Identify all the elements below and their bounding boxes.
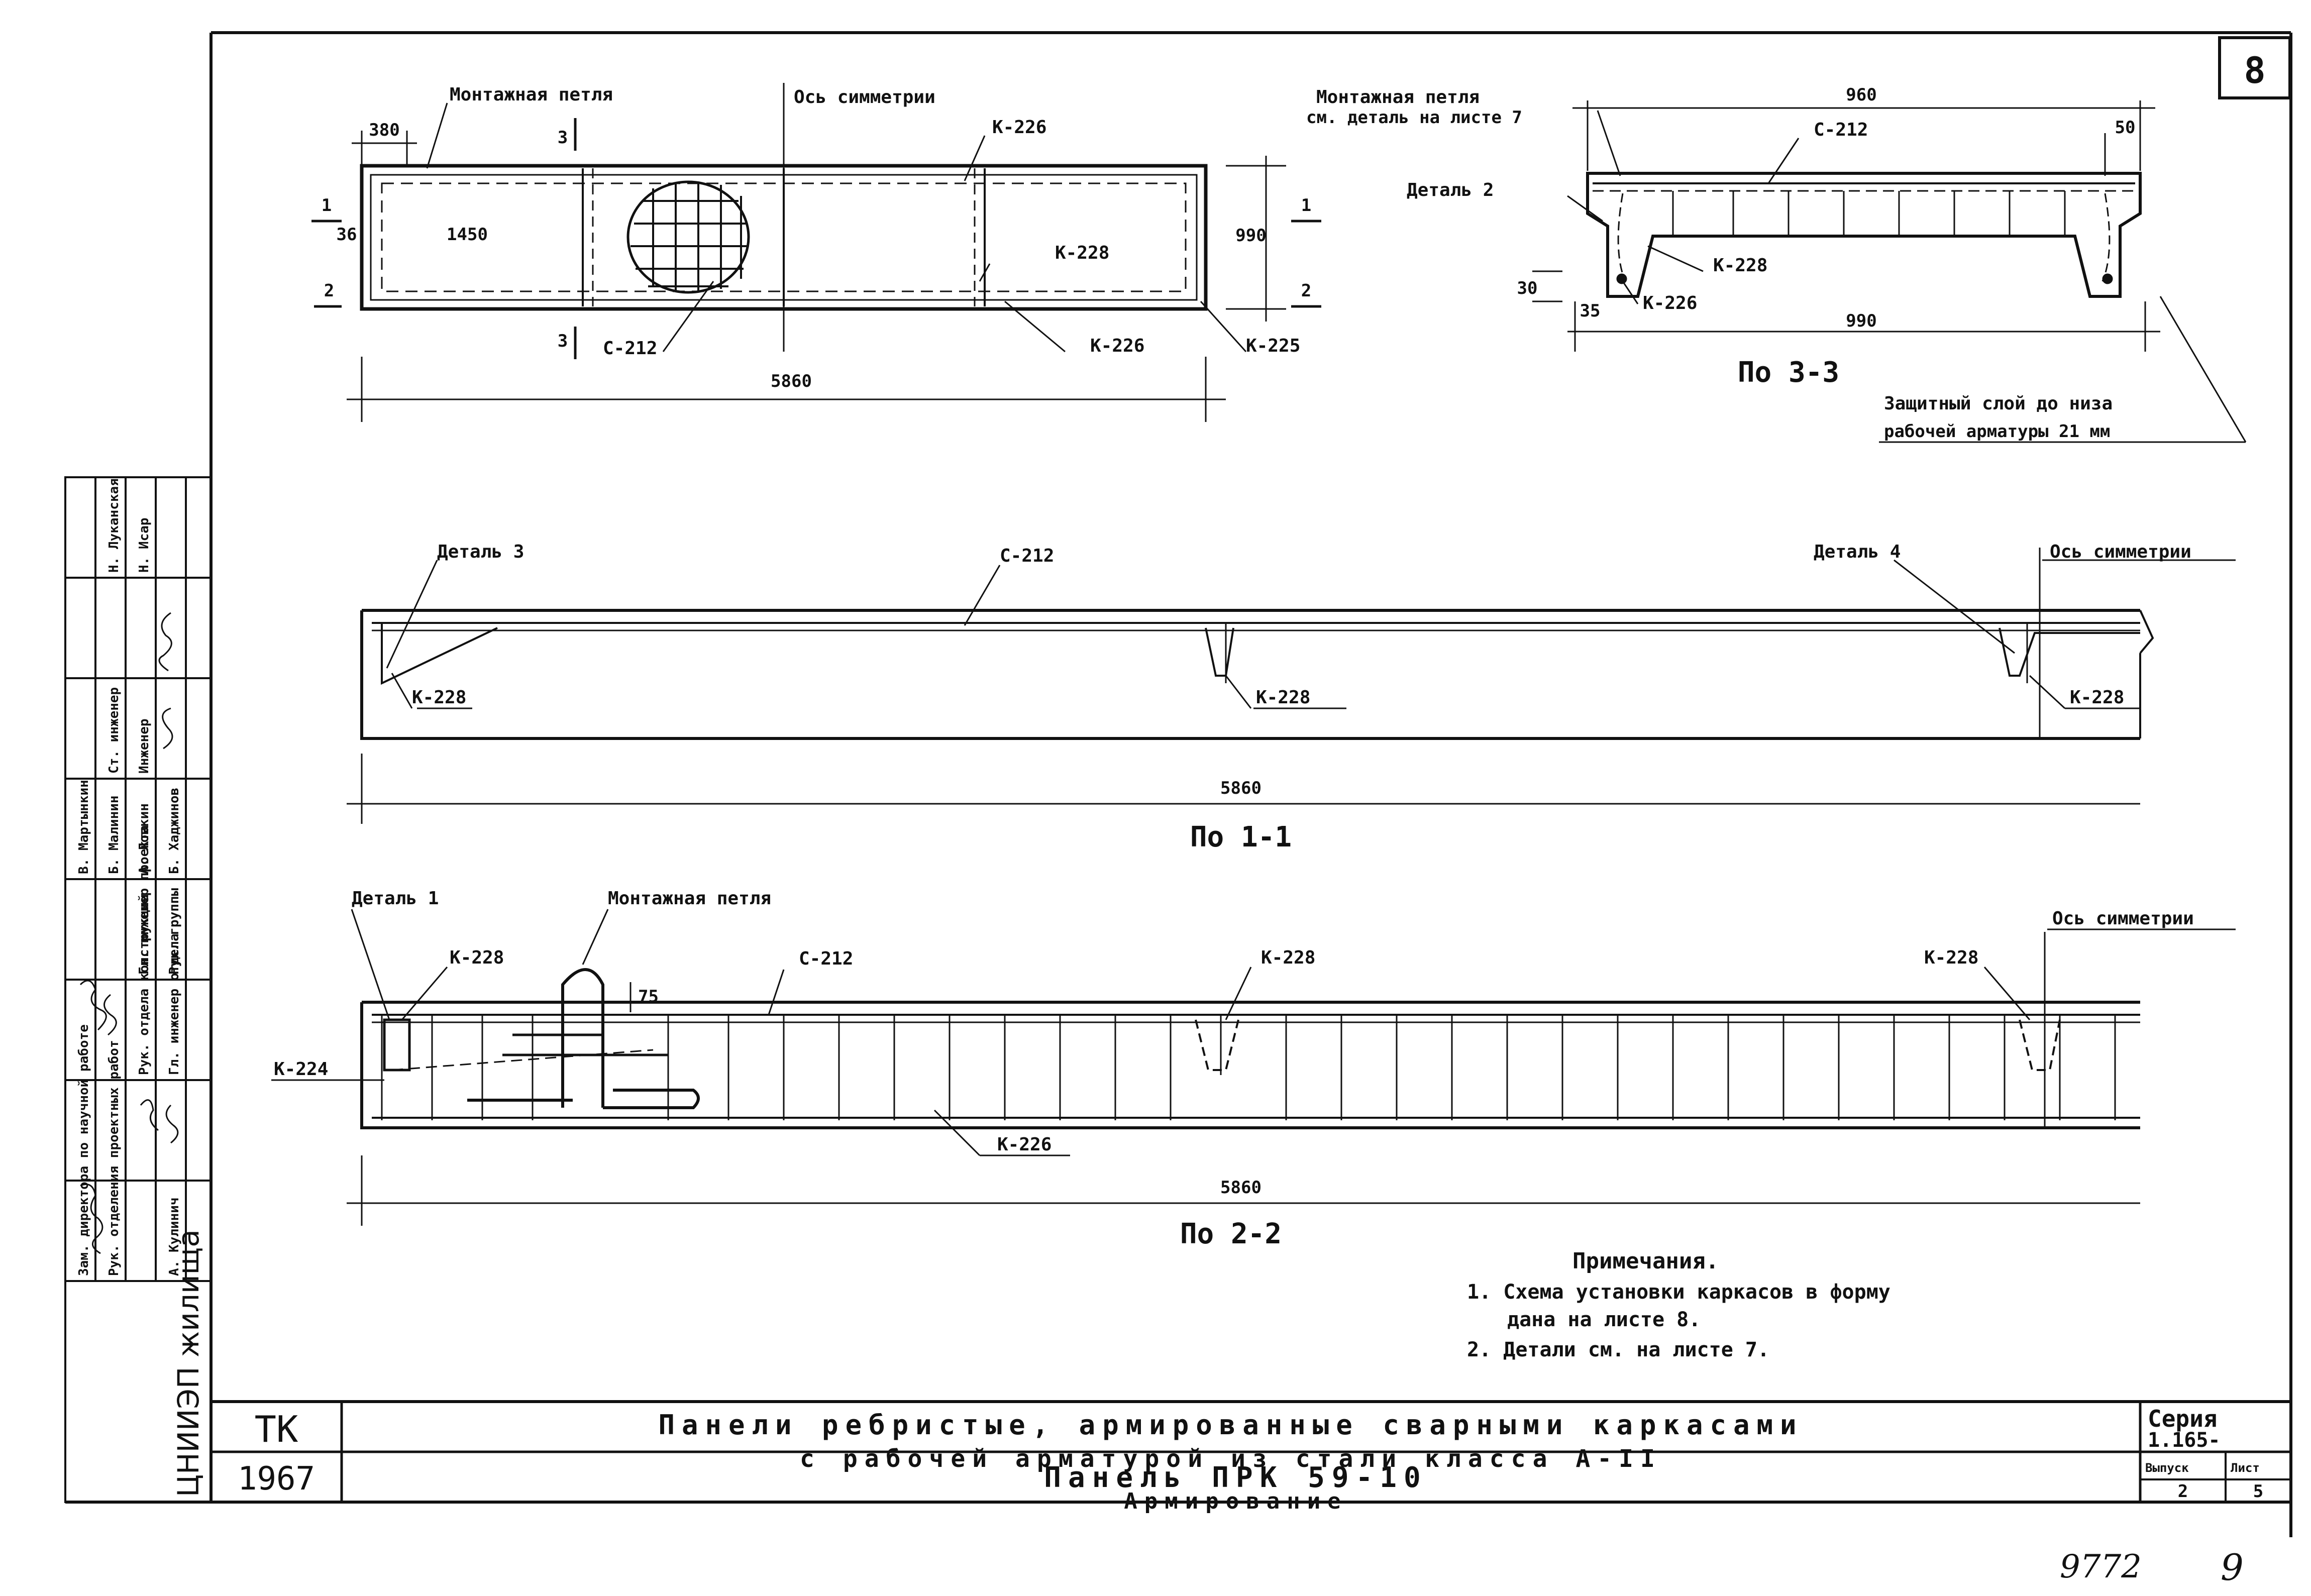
plan-axis-label: Ось симметрии — [794, 87, 935, 108]
s22-loop-label: Монтажная петля — [608, 888, 771, 909]
title-block: ТК 1967 Панели ребристые, армированные с… — [211, 1400, 2291, 1514]
issue-label: Выпуск — [2145, 1461, 2189, 1475]
s33-k228: К-228 — [1713, 255, 1767, 276]
s33-k226: К-226 — [1643, 293, 1697, 313]
s22-k226: К-226 — [997, 1134, 1052, 1155]
plan-dim-1450: 1450 — [447, 225, 488, 245]
s11-k228-b: К-228 — [1256, 687, 1310, 708]
s11-c212: С-212 — [1000, 546, 1054, 566]
plan-k226-bottom: К-226 — [1090, 336, 1144, 356]
plan-section-2-left: 2 — [324, 281, 334, 301]
notes: Примечания. 1. Схема установки каркасов … — [1467, 1248, 1890, 1361]
s33-dim-35: 35 — [1580, 301, 1601, 321]
notes-line-1: 1. Схема установки каркасов в форму — [1467, 1281, 1890, 1304]
panel-line-2: Армирование — [1124, 1488, 1347, 1514]
name-1: А. Кулинич — [167, 1197, 182, 1276]
name-5: Б. Хаджинов — [167, 788, 182, 874]
sheet-number: 8 — [2244, 49, 2265, 91]
role-7: Ст. инженер — [107, 687, 122, 774]
s33-cover-note-1: Защитный слой до низа — [1884, 393, 2113, 414]
section-3-3: Монтажная петля см. деталь на листе 7 Де… — [1306, 85, 2247, 443]
plan-dim-5860: 5860 — [771, 371, 812, 391]
s33-dim-50: 50 — [2115, 118, 2136, 138]
role-6: Рук. группы — [167, 888, 182, 975]
inventory-number: 9772 — [2060, 1548, 2142, 1585]
name-4: А. Ловкин — [137, 803, 152, 874]
s11-axis-label: Ось симметрии — [2050, 542, 2191, 562]
s33-cover-note-2: рабочей арматуры 21 мм — [1884, 421, 2110, 442]
s11-k228-a: К-228 — [412, 687, 466, 708]
s22-detail-1: Деталь 1 — [352, 888, 439, 909]
role-8: Инженер — [137, 718, 152, 774]
org-code: ТК — [255, 1408, 298, 1450]
s22-c212: С-212 — [799, 948, 853, 969]
s33-c212: С-212 — [1814, 120, 1868, 140]
role-1: Зам. директора по научной работе — [76, 1024, 91, 1276]
section-2-2: Деталь 1 Монтажная петля Ось симметрии К… — [271, 888, 2236, 1250]
panel-line-1: Панель ПРК 59-10 — [1044, 1461, 1427, 1494]
institute-name: ЦНИИЭП жилища — [171, 1229, 205, 1497]
s22-k228-c: К-228 — [1924, 947, 1978, 968]
role-5: Гл. инженер проекта — [137, 825, 152, 975]
handwritten-signatures — [79, 612, 179, 1254]
s22-dim-5860: 5860 — [1220, 1178, 1262, 1198]
s22-dim-75: 75 — [638, 987, 659, 1007]
s22-k228-a: К-228 — [450, 947, 504, 968]
plan-dim-990: 990 — [1235, 226, 1266, 246]
sheet-label: Лист — [2231, 1461, 2260, 1475]
s11-k228-c: К-228 — [2070, 687, 2124, 708]
plan-section-2-right: 2 — [1301, 281, 1311, 301]
s33-loop-label: Монтажная петля — [1316, 87, 1480, 108]
plan-k228: К-228 — [1055, 243, 1109, 263]
year: 1967 — [238, 1460, 315, 1498]
s33-loop-ref: см. деталь на листе 7 — [1306, 108, 1522, 128]
s33-dim-990: 990 — [1846, 311, 1876, 331]
role-4: Гл. инженер отдела — [167, 933, 182, 1075]
signature-strip: Зам. директора по научной работе Рук. от… — [64, 476, 212, 1503]
sheet-value: 5 — [2253, 1481, 2263, 1502]
role-9: Н. Луканская — [107, 478, 122, 573]
s33-dim-30: 30 — [1517, 278, 1538, 298]
plan-dim-36: 36 — [337, 225, 357, 245]
notes-heading: Примечания. — [1572, 1248, 1719, 1274]
s11-detail-3: Деталь 3 — [437, 542, 524, 562]
plan-view: Монтажная петля Ось симметрии К-226 К-22… — [311, 83, 1321, 422]
issue-value: 2 — [2178, 1481, 2188, 1502]
title-line-1: Панели ребристые, армированные сварными … — [658, 1409, 1803, 1441]
series-value: 1.165- — [2148, 1429, 2221, 1452]
s22-k228-b: К-228 — [1261, 947, 1315, 968]
section-1-1: Деталь 3 С-212 Деталь 4 Ось симметрии К-… — [347, 542, 2236, 854]
plan-k226-top: К-226 — [992, 117, 1046, 138]
page-number: 9 — [2221, 1546, 2244, 1588]
title-line-2: с рабочей арматурой из стали класса А-II — [800, 1445, 1662, 1473]
s11-caption: По 1-1 — [1190, 821, 1292, 854]
name-2: В. Мартынкин — [76, 780, 91, 874]
role-10: Н. Исар — [137, 517, 152, 573]
plan-dim-380: 380 — [369, 120, 399, 140]
plan-section-1-right: 1 — [1301, 195, 1311, 216]
plan-section-3-bottom: 3 — [558, 331, 568, 351]
role-3: Рук. отдела конструкций — [137, 894, 152, 1075]
s22-axis-label: Ось симметрии — [2052, 908, 2194, 929]
notes-line-3: 2. Детали см. на листе 7. — [1467, 1338, 1769, 1361]
notes-line-2: дана на листе 8. — [1507, 1308, 1701, 1331]
series-label: Серия — [2148, 1405, 2217, 1432]
plan-c212: С-212 — [603, 338, 657, 359]
s33-dim-960: 960 — [1846, 85, 1876, 105]
plan-k225: К-225 — [1246, 336, 1300, 356]
plan-loop-label: Монтажная петля — [450, 84, 613, 105]
s11-detail-4: Деталь 4 — [1814, 542, 1901, 562]
name-3: Б. Малинин — [107, 795, 122, 874]
plan-section-3-top: 3 — [558, 128, 568, 148]
s22-k224: К-224 — [274, 1059, 328, 1080]
s11-dim-5860: 5860 — [1220, 778, 1262, 798]
s33-detail-2: Деталь 2 — [1407, 180, 1494, 200]
plan-section-1-left: 1 — [322, 195, 332, 216]
role-2: Рук. отделения проектных работ — [107, 1040, 122, 1276]
s33-caption: По 3-3 — [1738, 356, 1839, 389]
s22-caption: По 2-2 — [1180, 1218, 1282, 1250]
